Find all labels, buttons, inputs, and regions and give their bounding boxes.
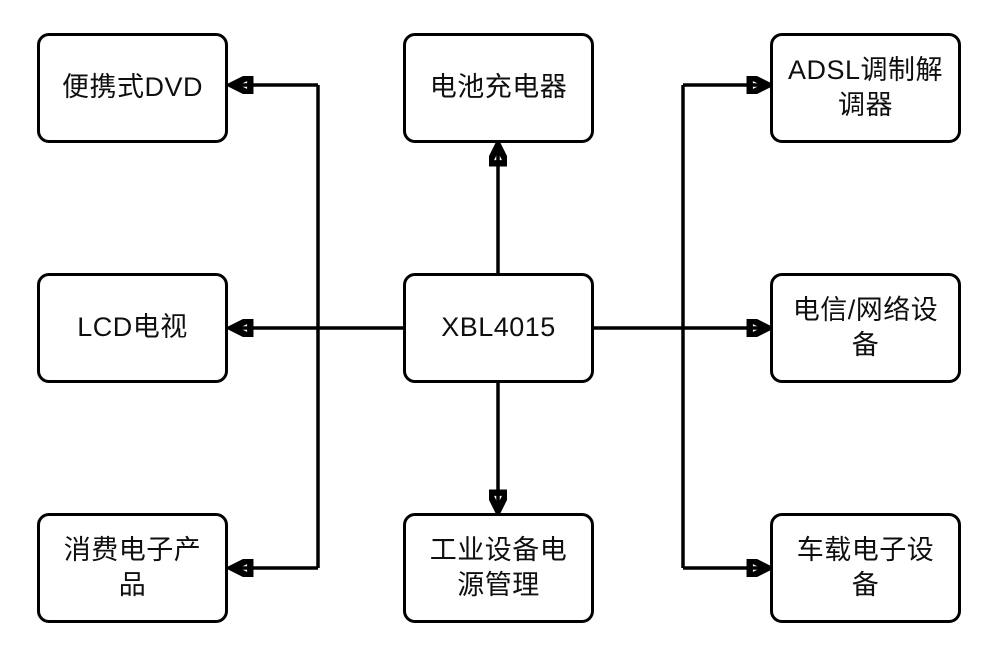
node-label-line: 车载电子设 (796, 534, 935, 565)
node-label-line: 工业设备电 (429, 534, 568, 565)
node-label-line: 调器 (838, 90, 893, 120)
node-lcd-tv: LCD电视 (37, 273, 228, 383)
node-label: LCD电视 (77, 312, 188, 343)
node-label-line: 备 (851, 330, 880, 360)
node-label: 电池充电器 (429, 72, 568, 103)
node-label: 便携式DVD (61, 72, 203, 103)
node-consumer-electronics: 消费电子产 品 (37, 513, 228, 623)
node-label-line: 消费电子产 (63, 534, 202, 565)
node-label-line: 源管理 (457, 570, 540, 600)
node-label-line: 品 (118, 570, 147, 600)
node-telecom-network: 电信/网络设 备 (770, 273, 961, 383)
node-label: XBL4015 (441, 312, 556, 343)
node-xbl4015-center: XBL4015 (403, 273, 594, 383)
node-label-line: ADSL调制解 (787, 54, 944, 85)
node-label-line: 电信/网络设 (792, 294, 939, 325)
node-portable-dvd: 便携式DVD (37, 33, 228, 143)
node-industrial-power: 工业设备电 源管理 (403, 513, 594, 623)
node-adsl-modem: ADSL调制解 调器 (770, 33, 961, 143)
node-battery-charger: 电池充电器 (403, 33, 594, 143)
node-label-line: 备 (851, 570, 880, 600)
node-automotive-electronics: 车载电子设 备 (770, 513, 961, 623)
